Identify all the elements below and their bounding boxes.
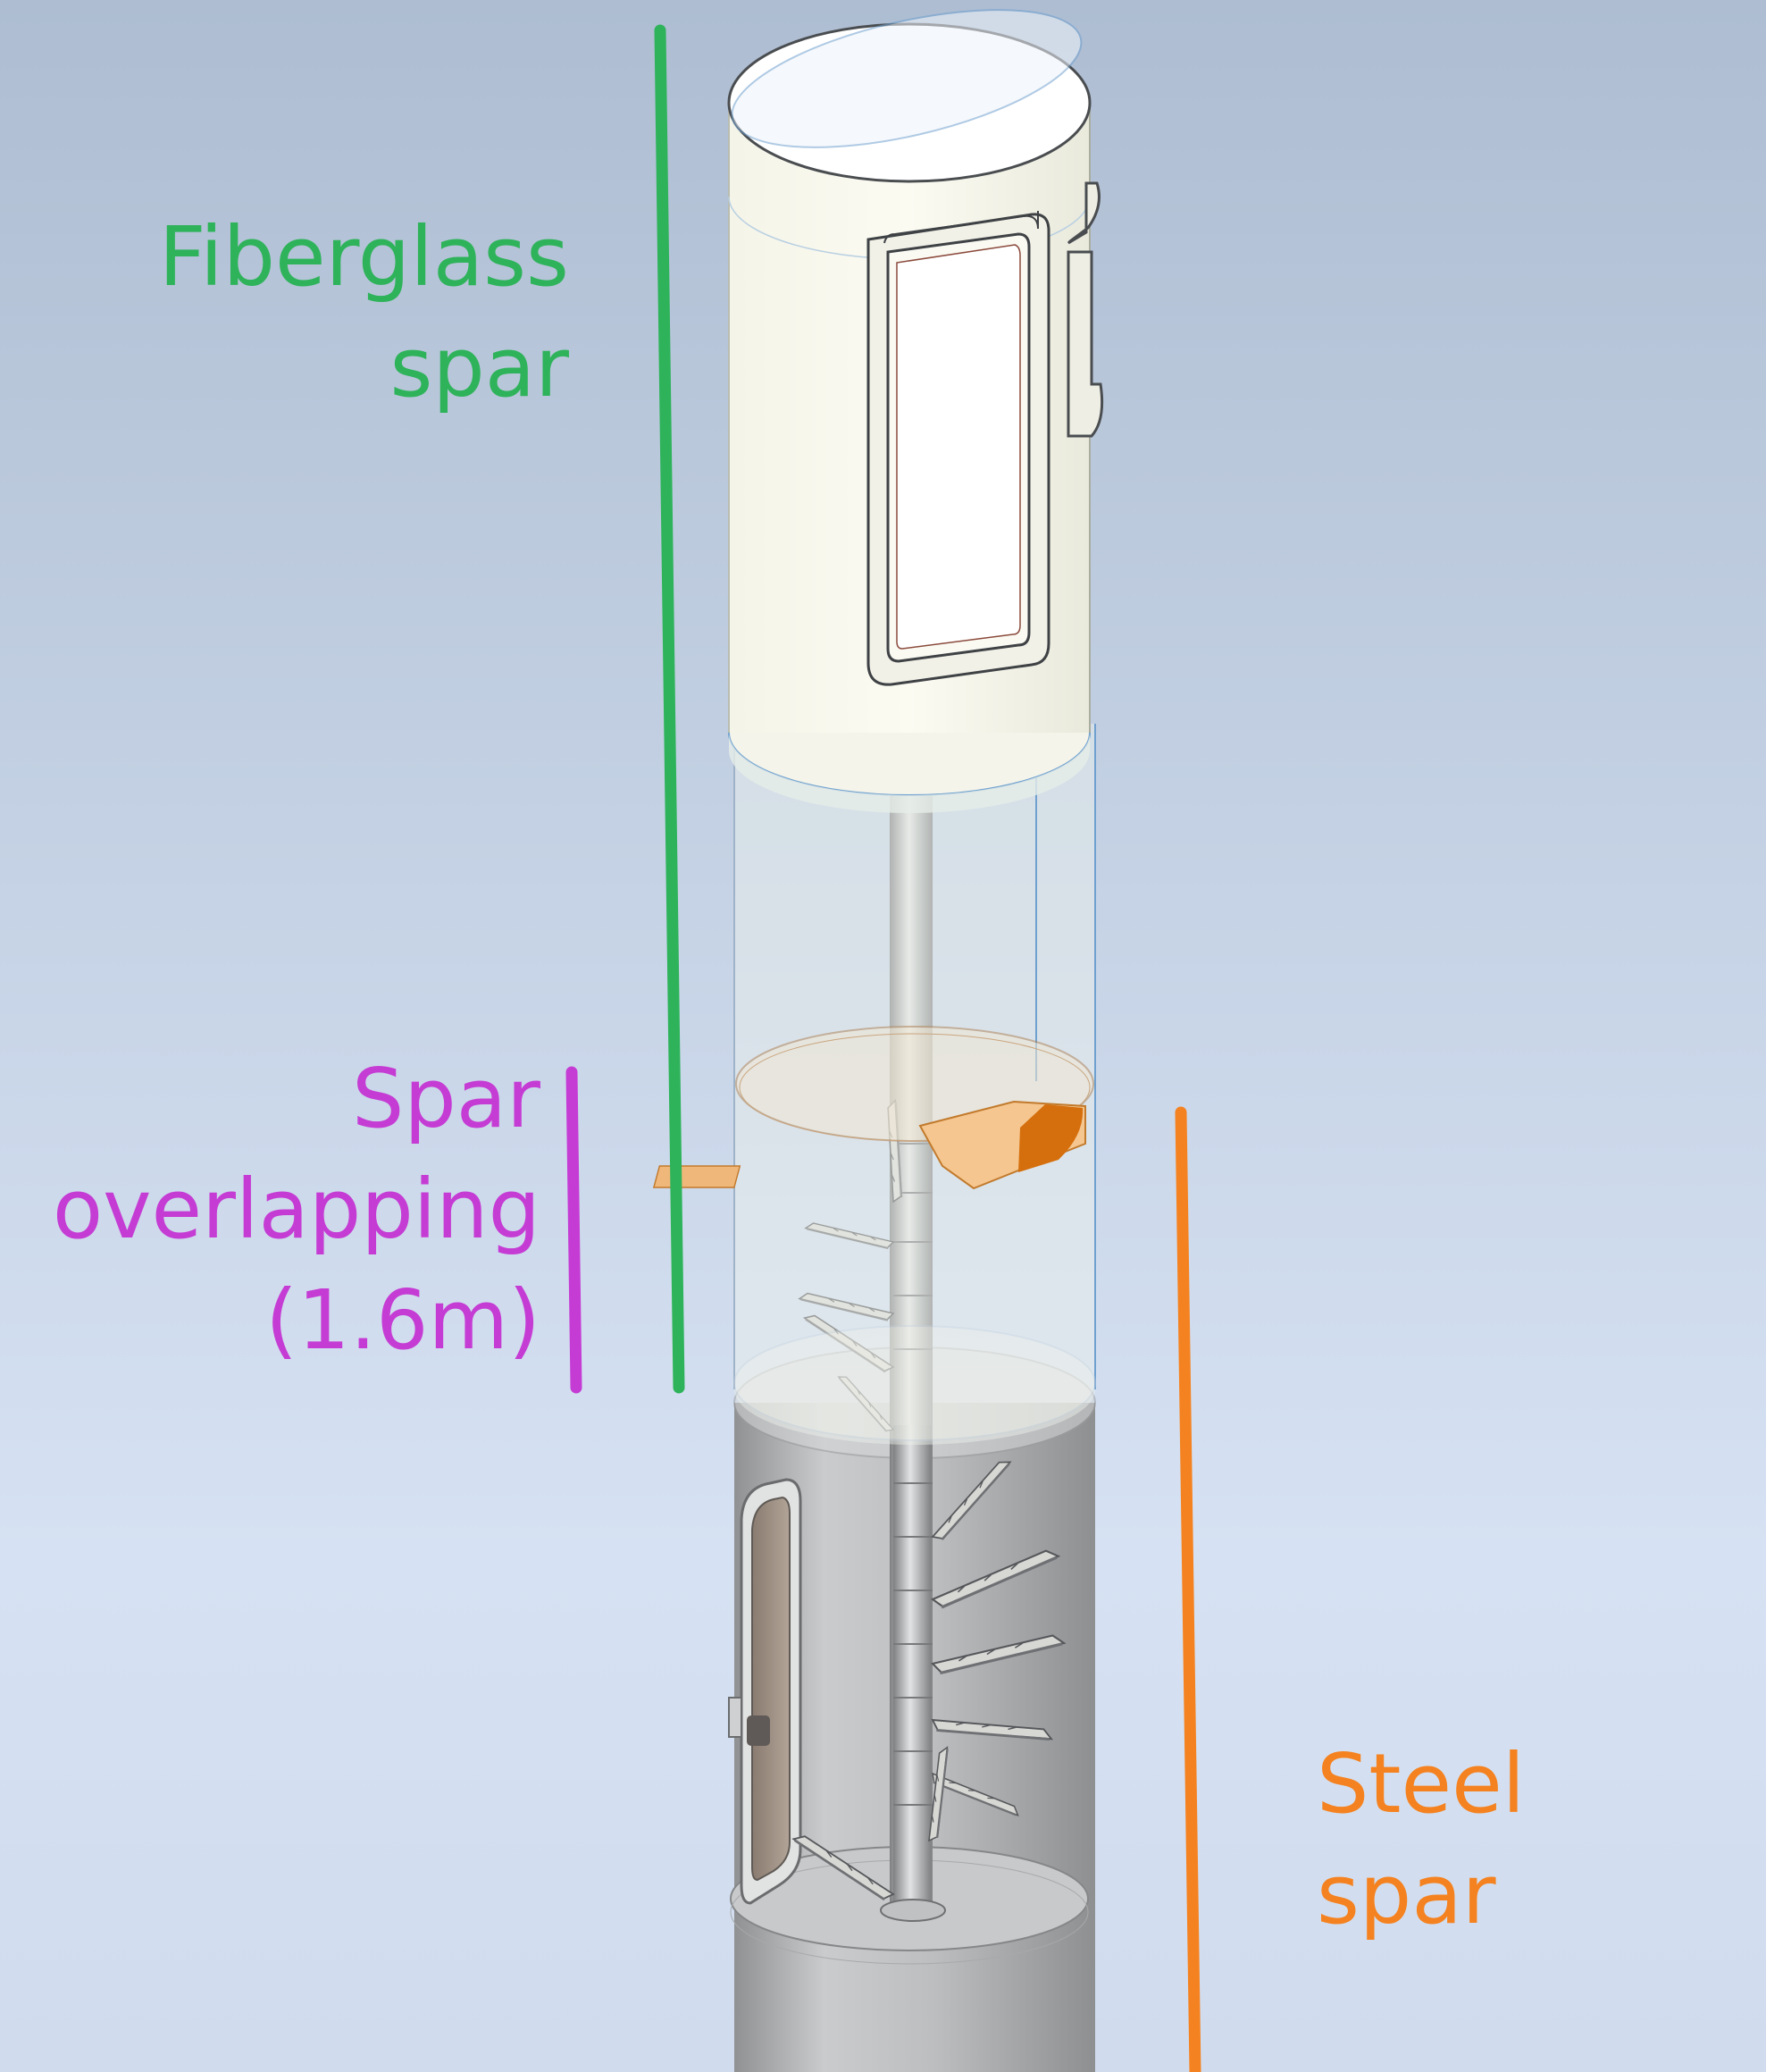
fiberglass-label-line2: spar: [389, 320, 569, 415]
overlap-label-line2: overlapping: [52, 1162, 540, 1257]
steel-door: [728, 1478, 802, 1905]
fiberglass-opaque-section: [727, 9, 1104, 813]
steel-label-line1: Steel: [1317, 1736, 1526, 1832]
fiberglass-bar: [654, 24, 685, 1394]
overlap-label: Spar overlapping (1.6m): [53, 1044, 540, 1376]
fiberglass-label: Fiberglass spar: [159, 202, 569, 424]
steel-label-line2: spar: [1317, 1847, 1496, 1942]
steel-bar: [1175, 1106, 1201, 2072]
overlap-label-line3: (1.6m): [265, 1272, 540, 1368]
fiberglass-door: [866, 211, 1050, 686]
steel-label: Steel spar: [1317, 1729, 1525, 1950]
tilted-lid: [731, 9, 1083, 148]
overlap-bar: [565, 1066, 582, 1394]
side-bracket: [1067, 181, 1104, 438]
overlap-label-line1: Spar: [352, 1051, 540, 1146]
fiberglass-transparent-section: [652, 724, 1096, 1445]
fiberglass-label-line1: Fiberglass: [158, 209, 569, 305]
central-pole: [880, 795, 946, 1922]
